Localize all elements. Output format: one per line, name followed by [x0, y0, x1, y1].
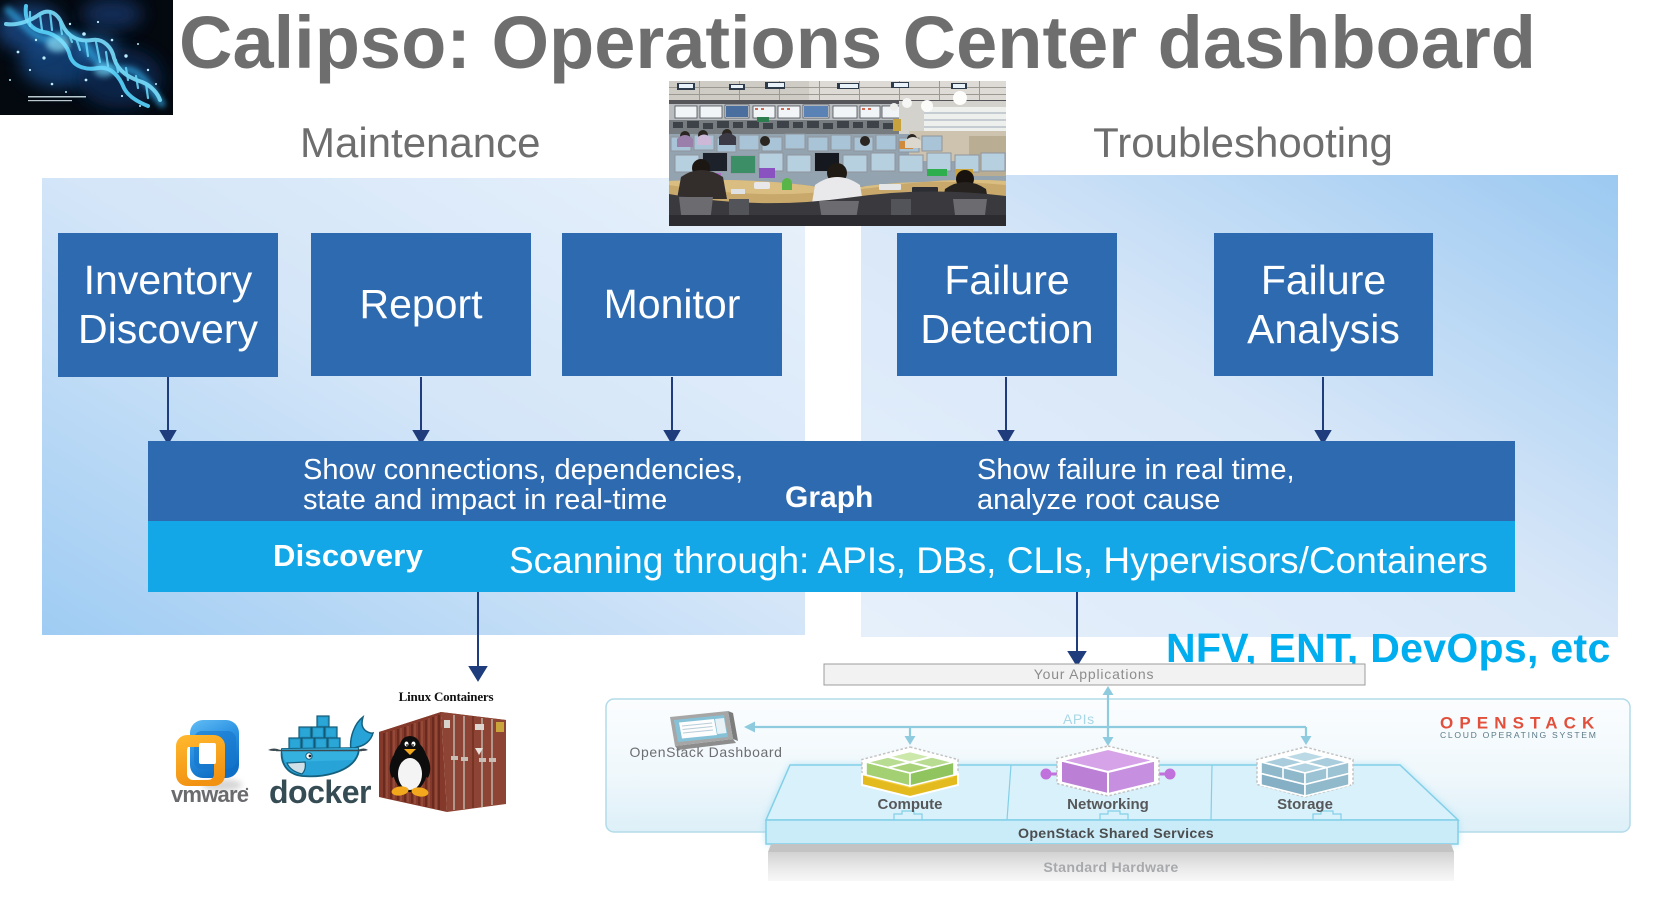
svg-text:Compute: Compute	[878, 796, 943, 813]
svg-text:docker: docker	[269, 774, 371, 810]
svg-text:Your Applications: Your Applications	[1034, 666, 1155, 682]
svg-text:APIs: APIs	[1063, 711, 1095, 727]
svg-text:OpenStack Dashboard: OpenStack Dashboard	[629, 744, 782, 760]
svg-text:Storage: Storage	[1277, 796, 1333, 813]
svg-text:OPENSTACK: OPENSTACK	[1440, 714, 1600, 733]
svg-text:vmware: vmware	[171, 782, 249, 807]
svg-text:CLOUD OPERATING SYSTEM: CLOUD OPERATING SYSTEM	[1440, 730, 1598, 740]
svg-text:Networking: Networking	[1067, 796, 1149, 813]
svg-text:Standard Hardware: Standard Hardware	[1043, 860, 1178, 876]
svg-text:OpenStack Shared Services: OpenStack Shared Services	[1018, 826, 1214, 842]
